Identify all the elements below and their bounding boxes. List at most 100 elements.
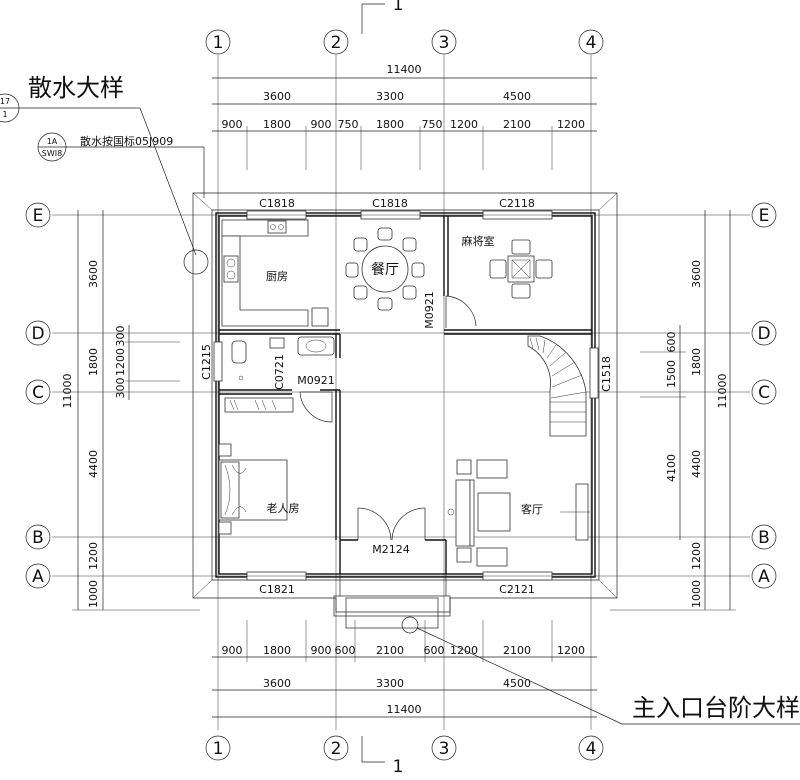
axis-bubble-C-right: C [751, 379, 777, 405]
axis-label: 3 [439, 33, 450, 53]
dim-open: 750 [338, 118, 359, 131]
dim-seg: 1800 [690, 348, 703, 376]
dim-open: 2100 [376, 644, 404, 657]
axis-bubbles: 1 2 3 4 1 2 3 4 E D C B A E D C B A [25, 29, 777, 761]
window-label: C2121 [499, 583, 535, 596]
axis-label: E [759, 206, 770, 226]
axis-bubble-4-top: 4 [578, 29, 604, 55]
dimension-top: 11400 3600 3300 4500 900 1800 900 750 18… [212, 63, 597, 170]
axis-label: B [32, 528, 44, 548]
section-mark-top: 1 [361, 0, 404, 34]
dim-open: 1200 [114, 348, 127, 376]
dim-seg: 1000 [87, 580, 100, 608]
dim-open: 1800 [263, 644, 291, 657]
dim-seg: 3600 [87, 260, 100, 288]
detail-ref-1a-bottom: SWI8 [42, 149, 62, 158]
dim-seg: 3600 [263, 90, 291, 103]
room-label-kitchen: 厨房 [266, 270, 288, 283]
axis-bubble-1-bottom: 1 [205, 735, 231, 761]
dim-open: 900 [222, 644, 243, 657]
staircase [527, 335, 587, 437]
dim-seg: 3300 [376, 90, 404, 103]
axis-bubble-B-right: B [751, 524, 777, 550]
dim-open: 1500 [665, 360, 678, 388]
room-label-dining: 餐厅 [371, 262, 399, 278]
dim-open: 1800 [376, 118, 404, 131]
door-label: M0921 [423, 291, 436, 329]
axis-label: 4 [586, 33, 597, 53]
axis-bubble-1-top: 1 [205, 29, 231, 55]
axis-bubble-D-left: D [25, 320, 51, 346]
scatter-note: 散水按国标05J909 [80, 134, 173, 148]
axis-bubble-D-right: D [751, 320, 777, 346]
window-label: C1821 [259, 583, 295, 596]
window-c1818-b: C1818 [360, 197, 421, 220]
dim-open: 300 [114, 326, 127, 347]
dim-seg: 1800 [87, 348, 100, 376]
dim-seg: 3600 [263, 677, 291, 690]
window-c1821: C1821 [246, 571, 307, 596]
axis-bubble-E-left: E [25, 202, 51, 228]
dim-open: 600 [665, 332, 678, 353]
axis-grid [52, 55, 750, 730]
room-label-elder: 老人房 [267, 502, 300, 515]
axis-bubble-E-right: E [751, 202, 777, 228]
window-c1818-a: C1818 [246, 197, 307, 220]
window-c0721: C0721 [273, 354, 286, 390]
dim-open: 4100 [665, 454, 678, 482]
dim-total: 11000 [716, 374, 729, 409]
axis-label: 2 [331, 739, 342, 759]
dim-seg: 4400 [87, 450, 100, 478]
dim-open: 900 [311, 118, 332, 131]
axis-label: 1 [213, 33, 224, 53]
axis-bubble-4-bottom: 4 [578, 735, 604, 761]
title-scatter-detail: 散水大样 [28, 74, 124, 102]
axis-bubble-C-left: C [25, 379, 51, 405]
window-label: C1818 [372, 197, 408, 210]
dim-seg: 3600 [690, 260, 703, 288]
dim-open: 1200 [557, 118, 585, 131]
dim-total: 11000 [61, 374, 74, 409]
doors: M0921 M0921 M2124 [297, 291, 477, 556]
window-c2121: C2121 [482, 571, 553, 596]
dim-open: 1200 [450, 644, 478, 657]
room-label-mahjong: 麻将室 [462, 234, 495, 248]
window-label: C1518 [600, 356, 613, 392]
axis-bubble-2-bottom: 2 [323, 735, 349, 761]
dining-table [345, 227, 425, 311]
door-m0921-mahjong: M0921 [423, 291, 477, 329]
dim-open: 2100 [503, 644, 531, 657]
window-label: C1215 [200, 344, 213, 380]
section-mark-bottom: 1 [361, 736, 403, 777]
axis-bubble-A-left: A [25, 563, 51, 589]
dim-open: 1200 [450, 118, 478, 131]
axis-label: C [758, 383, 770, 403]
axis-bubble-3-top: 3 [431, 29, 457, 55]
window-label: C1818 [259, 197, 295, 210]
window-c1215: C1215 [200, 341, 223, 382]
window-label: C2118 [499, 197, 535, 210]
dimension-left: 11000 3600 1800 4400 1200 1000 300 1200 … [61, 210, 200, 611]
dim-seg: 1200 [690, 542, 703, 570]
axis-label: D [31, 324, 44, 344]
door-m2124-entrance: M2124 [357, 507, 426, 556]
dim-open: 1800 [263, 118, 291, 131]
door-m0921-elder: M0921 [297, 374, 335, 423]
axis-label: 3 [439, 739, 450, 759]
living-room-furniture [447, 459, 590, 567]
window-c1518: C1518 [589, 347, 613, 399]
dim-open: 1200 [557, 644, 585, 657]
dimension-right: 11000 3600 1800 4400 1200 1000 600 1500 … [610, 210, 736, 611]
axis-label: B [758, 528, 770, 548]
dim-total: 11400 [387, 63, 422, 76]
bathroom-fixtures [231, 336, 335, 381]
detail-ref-17-bottom: 1 [2, 110, 7, 119]
section-label: 1 [393, 0, 404, 15]
dim-open: 2100 [503, 118, 531, 131]
dimension-bottom: 900 1800 900 600 2100 600 1200 2100 1200… [212, 620, 597, 718]
dim-open: 600 [335, 644, 356, 657]
axis-bubble-3-bottom: 3 [431, 735, 457, 761]
dim-seg: 1000 [690, 580, 703, 608]
